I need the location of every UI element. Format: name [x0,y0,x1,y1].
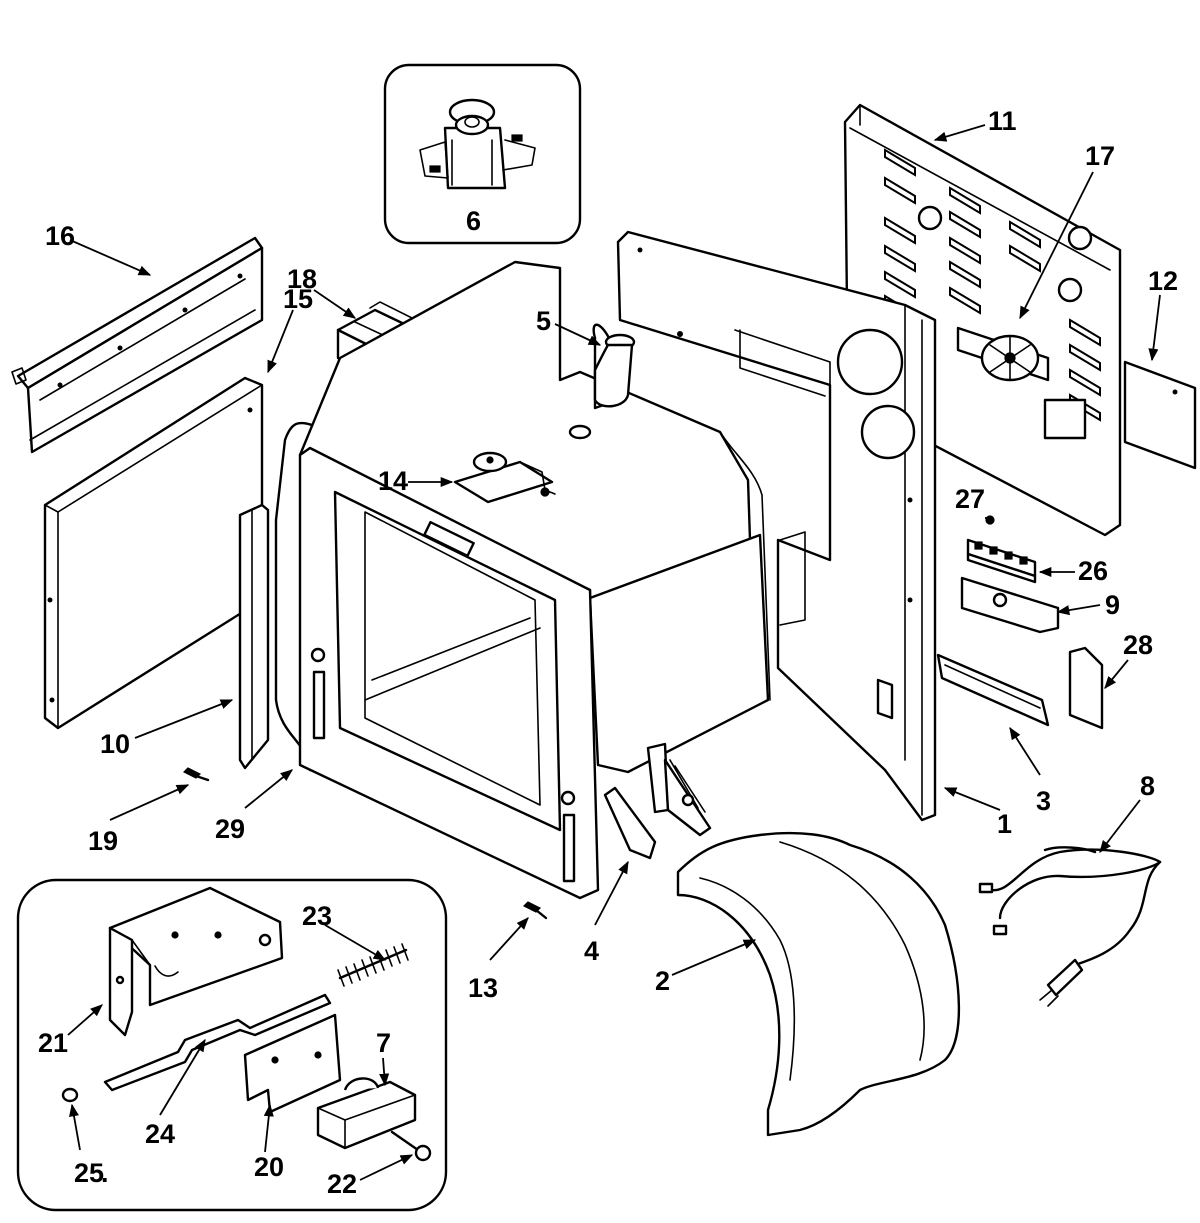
callout-6: 6 [466,206,481,236]
part-1-frame-panel [616,230,937,822]
callout-25: 25 [74,1158,104,1188]
callout-labels: 6 11 17 16 18 12 15 5 14 27 26 9 28 10 3… [38,106,1178,1199]
callout-12: 12 [1148,266,1178,296]
part-8-power-cord [978,846,1162,1007]
part-16-top-rail [11,236,264,454]
callout-4: 4 [584,936,599,966]
callout-27: 27 [955,484,985,514]
callout-1: 1 [997,809,1012,839]
oven-cavity [298,260,771,900]
callout-19: 19 [88,826,118,856]
part-2-insulation-blanket [676,831,961,1137]
callout-28: 28 [1123,630,1153,660]
callout-29: 29 [215,814,245,844]
callout-8: 8 [1140,771,1155,801]
part-22-screw [390,1130,432,1162]
callout-3: 3 [1036,786,1051,816]
callout-5: 5 [536,306,551,336]
callout-14: 14 [378,466,408,496]
part-17-fan-motor [956,326,1050,382]
part-26-terminal-block [966,538,1037,584]
part-24-latch-arm [103,993,332,1092]
callout-2: 2 [655,966,670,996]
inset-part-6 [383,63,582,245]
part-7-door-switch [316,1077,417,1150]
part-12-cover-plate [1123,360,1197,470]
part-23-spring [337,943,409,987]
callout-18: 18 [287,264,317,294]
callout-9: 9 [1105,590,1120,620]
leader-lines [67,124,1161,1181]
callout-24: 24 [145,1119,175,1149]
callout-17: 17 [1085,141,1115,171]
callout-21: 21 [38,1028,68,1058]
part-28-small-plate [1068,646,1104,730]
callout-13: 13 [468,973,498,1003]
callout-20: 20 [254,1152,284,1182]
callout-16: 16 [45,221,75,251]
callout-15: 15 [283,284,313,314]
part-4-hinge-bracket [603,742,712,860]
part-15-side-panel [43,376,264,730]
inset-latch-assembly [16,878,448,1212]
callout-7: 7 [376,1028,391,1058]
callout-10: 10 [100,729,130,759]
part-25-clip [61,1087,79,1103]
part-19-screw [182,767,210,782]
callout-23: 23 [302,901,332,931]
callout-22: 22 [327,1169,357,1199]
part-5-vent-tube [592,323,636,410]
callout-11: 11 [988,106,1017,136]
callout-25-mark: . [101,1158,109,1188]
part-9-bracket-plate [960,576,1060,634]
part-3-bottom-rail [936,653,1050,727]
part-13-screw [522,901,548,920]
part-10-side-strip [238,503,270,770]
callout-26: 26 [1078,556,1108,586]
part-21-latch-bracket [108,886,284,1037]
part-14-cavity-thermostat [453,451,556,504]
thermostat-switch-part [419,98,536,190]
